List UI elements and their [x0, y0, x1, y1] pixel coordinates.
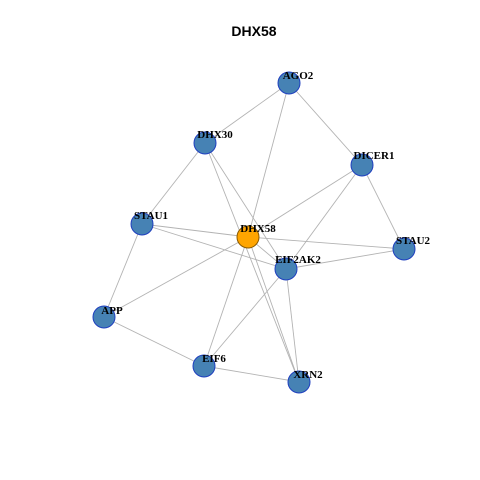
- node-eif2ak2[interactable]: [274, 257, 298, 281]
- node-dhx30[interactable]: [193, 131, 217, 155]
- node-label-app: APP: [101, 305, 123, 317]
- edge-stau1-app: [103, 223, 143, 318]
- edge-stau1-eif2ak2: [141, 223, 287, 270]
- edge-ago2-dhx30: [204, 82, 290, 144]
- node-label-stau2: STAU2: [396, 235, 431, 247]
- node-stau2[interactable]: [392, 237, 416, 261]
- edge-dicer1-stau2: [361, 164, 405, 250]
- edge-dhx58-stau2: [247, 236, 405, 250]
- edge-eif2ak2-eif6: [203, 268, 287, 367]
- node-dhx58[interactable]: [236, 225, 260, 249]
- node-label-eif6: EIF6: [202, 353, 226, 365]
- node-label-ago2: AGO2: [283, 70, 314, 82]
- edges-layer: [103, 82, 405, 383]
- graph-title: DHX58: [231, 23, 276, 39]
- edge-eif6-xrn2: [203, 365, 300, 383]
- edge-dhx58-xrn2: [247, 236, 300, 383]
- edge-eif2ak2-xrn2: [285, 268, 300, 383]
- node-eif6[interactable]: [192, 354, 216, 378]
- node-ago2[interactable]: [277, 71, 301, 95]
- node-label-eif2ak2: EIF2AK2: [275, 254, 321, 266]
- edge-dicer1-dhx58: [247, 164, 363, 238]
- edge-app-eif6: [103, 316, 205, 367]
- node-label-dhx30: DHX30: [197, 129, 233, 141]
- node-label-xrn2: XRN2: [293, 369, 323, 381]
- edge-dhx30-stau1: [141, 142, 206, 225]
- node-label-stau1: STAU1: [134, 210, 168, 222]
- node-xrn2[interactable]: [287, 370, 311, 394]
- edge-dhx30-eif2ak2: [204, 142, 287, 270]
- edge-stau1-dhx58: [141, 223, 249, 238]
- edge-ago2-dicer1: [288, 82, 363, 166]
- edge-ago2-dhx58: [247, 82, 290, 238]
- node-label-dhx58: DHX58: [240, 223, 276, 235]
- edge-dhx30-xrn2: [204, 142, 300, 383]
- nodes-layer: [92, 71, 416, 394]
- edge-dhx58-app: [103, 236, 249, 318]
- edge-dhx58-eif6: [203, 236, 249, 367]
- edge-dicer1-eif2ak2: [285, 164, 363, 270]
- labels-layer: AGO2DHX30DICER1STAU1DHX58STAU2EIF2AK2APP…: [101, 70, 430, 381]
- node-stau1[interactable]: [130, 212, 154, 236]
- node-label-dicer1: DICER1: [354, 150, 395, 162]
- edge-eif2ak2-stau2: [285, 248, 405, 270]
- node-dicer1[interactable]: [350, 153, 374, 177]
- node-app[interactable]: [92, 305, 116, 329]
